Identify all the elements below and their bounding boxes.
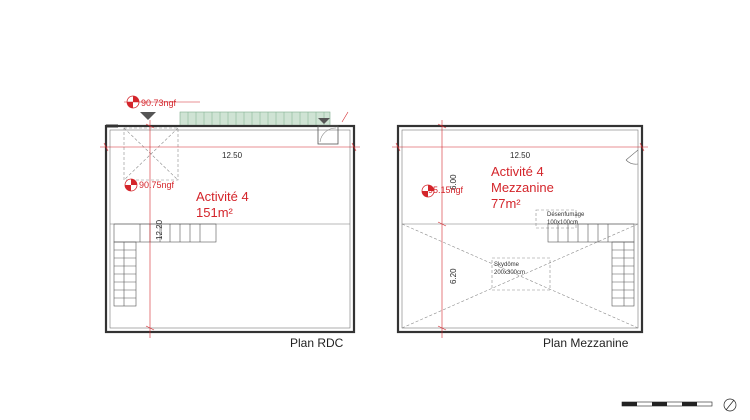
rdc-width-dim: 12.50 [222, 151, 243, 160]
mezz-side-door [625, 149, 639, 165]
elevation-top-label: 90.73ngf [141, 98, 177, 108]
smoke-vent-label: Désenfumage [547, 212, 585, 218]
elevation-marker-mezz [421, 184, 435, 198]
rdc-space-name: Activité 4 [196, 189, 249, 204]
entry-door-frame [317, 125, 339, 145]
rdc-outer-wall [104, 124, 356, 334]
rdc-inner-wall [109, 129, 351, 329]
rdc-area: 151m² [196, 205, 234, 220]
rdc-caption: Plan RDC [290, 336, 344, 350]
skylight-label: Skydôme [494, 262, 520, 268]
north-arrow-icon [723, 398, 737, 412]
scale-bar [621, 401, 713, 407]
mezz-outer-wall [396, 124, 644, 334]
smoke-vent-outline [535, 209, 577, 229]
mezz-space-sub: Mezzanine [491, 180, 554, 195]
mezz-caption: Plan Mezzanine [543, 336, 629, 350]
mezz-area: 77m² [491, 196, 521, 211]
stair-void-outline [123, 127, 179, 181]
elevation-marker-mid [124, 178, 138, 192]
terrace-railing [179, 111, 331, 127]
plan-rdc: 12.50 12.20 90.73ngf 90.75ngf Activité 4… [100, 95, 360, 350]
mezz-elevation-label: 95.15ngf [428, 185, 464, 195]
elevation-mid-label: 90.75ngf [139, 180, 175, 190]
skylight-size: 200x300cm [494, 270, 525, 276]
rdc-depth-dim: 12.20 [155, 219, 164, 240]
plan-mezzanine: 12.50 6.00 6.20 95.15ngf Activité 4 Mezz… [392, 120, 648, 350]
mezz-staircase [547, 223, 635, 307]
rdc-staircase [113, 223, 217, 307]
mezz-width-dim: 12.50 [510, 151, 531, 160]
entry-door-swing [319, 127, 337, 143]
mezz-depth-lower: 6.20 [449, 268, 458, 284]
smoke-vent-size: 100x100cm [547, 220, 578, 226]
mezz-depth-upper: 6.00 [449, 174, 458, 190]
elevation-marker-top [124, 95, 349, 124]
mezz-inner-wall [401, 129, 639, 329]
mezz-space-name: Activité 4 [491, 164, 544, 179]
